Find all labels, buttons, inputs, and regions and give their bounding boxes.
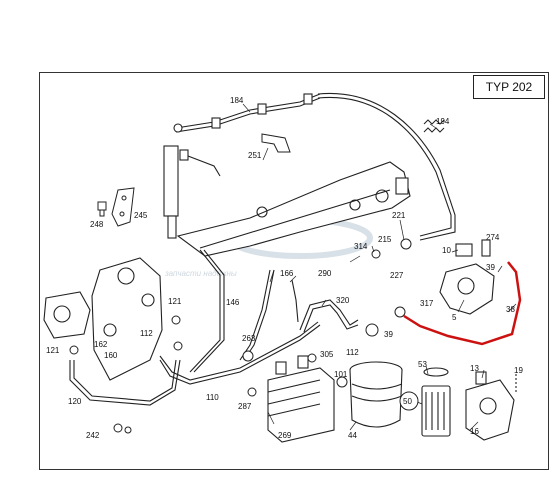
label-320: 320 <box>336 296 350 305</box>
label-50-circle <box>399 391 419 411</box>
label-194: 194 <box>436 117 450 126</box>
small-parts <box>69 238 412 434</box>
fuel-rail <box>176 161 411 257</box>
label-121b: 121 <box>46 346 60 355</box>
spring-194 <box>423 119 445 133</box>
label-221: 221 <box>392 211 406 220</box>
label-50: 50 <box>403 397 412 406</box>
bracket-251 <box>261 133 291 153</box>
label-19: 19 <box>514 366 523 375</box>
diagram-frame <box>39 72 549 470</box>
label-39a: 39 <box>486 263 495 272</box>
label-112a: 112 <box>140 329 153 338</box>
label-166: 166 <box>280 269 294 278</box>
label-274: 274 <box>486 233 500 242</box>
bracket-245 <box>111 187 135 227</box>
label-13: 13 <box>470 364 479 373</box>
label-290: 290 <box>318 269 332 278</box>
label-314: 314 <box>354 242 368 251</box>
label-227: 227 <box>390 271 404 280</box>
filter-44 <box>349 361 403 428</box>
part-labels: 184 194 251 245 248 221 314 215 10 274 3… <box>46 96 523 440</box>
filter-housing-top <box>439 239 495 315</box>
label-305: 305 <box>320 350 334 359</box>
label-121a: 121 <box>168 297 182 306</box>
label-110: 110 <box>206 393 219 402</box>
label-120: 120 <box>68 397 82 406</box>
injector <box>163 145 221 239</box>
label-5: 5 <box>452 313 457 322</box>
label-53: 53 <box>418 360 427 369</box>
label-38: 38 <box>506 305 515 314</box>
label-16: 16 <box>470 427 479 436</box>
filter-element-50 <box>421 367 451 437</box>
label-215: 215 <box>378 235 392 244</box>
highlighted-line-38 <box>403 261 522 346</box>
high-pressure-pump <box>43 257 163 381</box>
bolt-248 <box>97 201 107 217</box>
label-263: 263 <box>242 334 256 343</box>
housing-16 <box>465 371 517 441</box>
return-line-184 <box>173 93 321 133</box>
label-112b: 112 <box>346 348 359 357</box>
hose-320 <box>291 279 359 333</box>
label-44: 44 <box>348 431 357 440</box>
fuel-line-long <box>317 92 456 241</box>
watermark-text: запчасти надежны <box>164 269 237 278</box>
label-242: 242 <box>86 431 100 440</box>
label-248: 248 <box>90 220 104 229</box>
label-160: 160 <box>104 351 118 360</box>
label-269: 269 <box>278 431 292 440</box>
label-101: 101 <box>334 370 348 379</box>
label-10: 10 <box>442 246 451 255</box>
type-label: TYP 202 <box>473 75 545 99</box>
label-184: 184 <box>230 96 244 105</box>
label-287: 287 <box>238 402 252 411</box>
label-317: 317 <box>420 299 434 308</box>
cooler-269 <box>267 355 335 443</box>
label-245: 245 <box>134 211 148 220</box>
label-162: 162 <box>94 340 108 349</box>
label-146: 146 <box>226 298 240 307</box>
label-39b: 39 <box>384 330 393 339</box>
label-251: 251 <box>248 151 262 160</box>
